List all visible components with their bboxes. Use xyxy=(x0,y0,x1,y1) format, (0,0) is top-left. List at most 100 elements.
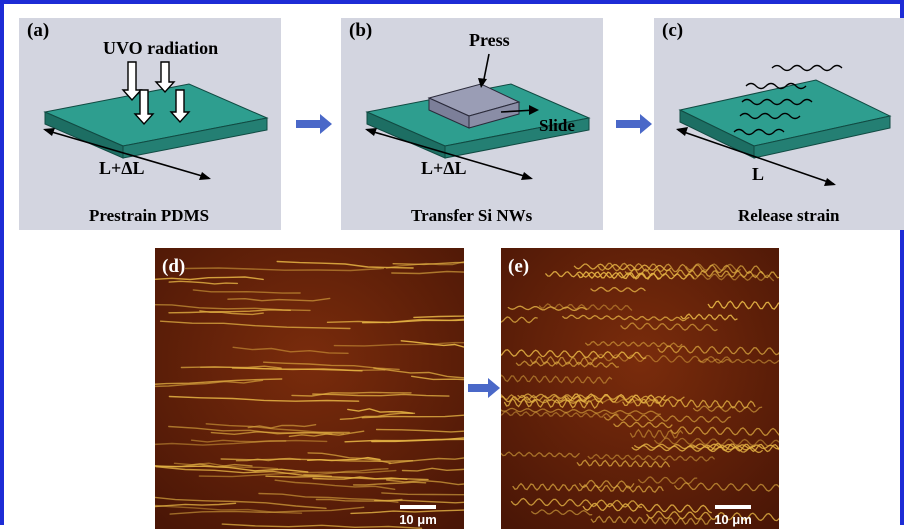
nanowire-strand xyxy=(361,319,464,324)
nanowire-strand xyxy=(155,378,283,385)
caption-c: Release strain xyxy=(738,206,840,225)
panel-b: (b) Press Slide L+ΔL Transfer Si NWs xyxy=(341,18,603,230)
nanowire-strand xyxy=(276,260,414,269)
nanowire-strand xyxy=(385,260,464,269)
nanowire-strand xyxy=(168,309,291,314)
nanowire-strand xyxy=(315,498,403,502)
nanowire-strand xyxy=(381,492,464,496)
nanowire-strand xyxy=(388,457,464,465)
panel-a-label: (a) xyxy=(27,20,50,41)
nanowire-strand xyxy=(173,462,279,470)
nanowire-strand xyxy=(413,315,464,319)
nanowire-strand xyxy=(501,396,536,404)
nanowire-strand xyxy=(347,408,414,414)
press-arrow-icon xyxy=(478,53,490,88)
nanowire-strand xyxy=(247,424,317,429)
nanowire-strand xyxy=(350,509,464,515)
double-headed-arrow-icon xyxy=(676,127,836,186)
right-arrow-icon xyxy=(616,114,652,134)
nanowire-strand xyxy=(307,452,392,464)
nanowire-strand xyxy=(507,305,587,312)
scale-bar-label-d: 10 μm xyxy=(399,512,437,527)
nanowire-strand xyxy=(168,425,333,435)
nanowire-strand xyxy=(503,397,604,410)
dimension-label-a: L+ΔL xyxy=(99,158,145,178)
nanowire-strand xyxy=(391,270,464,275)
nanowire-strand xyxy=(232,346,349,354)
micrograph-d: (d) 10 μm xyxy=(155,248,464,529)
nanowire-strand xyxy=(590,286,646,293)
nanowire-strand xyxy=(501,349,647,360)
panel-d-label: (d) xyxy=(162,256,186,277)
nanowire-strand xyxy=(501,407,662,416)
nanowire-strand xyxy=(169,506,365,515)
nanowire-strand xyxy=(629,428,684,439)
nanowire-strand xyxy=(291,391,412,397)
nanowire-strand xyxy=(303,468,389,476)
nanowire-pattern-d xyxy=(155,248,464,529)
nanowire-strand xyxy=(588,353,732,364)
nanowire-strand xyxy=(501,316,538,324)
right-arrow-icon xyxy=(296,114,332,134)
nanowire-strand xyxy=(352,481,427,486)
nanowire-strand xyxy=(564,393,666,404)
dimension-label-b: L+ΔL xyxy=(421,158,467,178)
nanowire-strand xyxy=(613,421,673,429)
panel-e-label: (e) xyxy=(508,256,530,277)
nanowire-strand xyxy=(531,509,593,516)
double-headed-arrow-icon xyxy=(43,128,211,180)
nanowire-strand xyxy=(312,476,408,480)
nanowire-strand xyxy=(411,375,464,381)
nanowire-strand xyxy=(562,314,690,322)
nanowire-strand xyxy=(198,469,397,478)
nanowire-strand xyxy=(587,453,715,462)
nanowire-strand xyxy=(690,273,775,282)
nanowire-strand xyxy=(556,397,662,405)
nanowire-strand xyxy=(392,261,464,266)
nanowire-strand xyxy=(512,482,664,494)
nanowire-strand xyxy=(312,393,450,397)
nanowire-strand xyxy=(155,463,253,468)
nanowire-strand xyxy=(638,476,698,485)
nanowire-strand xyxy=(585,340,683,348)
nanowire-strand xyxy=(361,414,464,419)
wavy-nanowire-icon xyxy=(733,64,843,136)
nanowire-strand xyxy=(670,426,779,437)
nanowire-strand xyxy=(155,502,237,508)
nanowire-strand xyxy=(258,492,399,503)
nanowire-strand xyxy=(344,438,464,443)
nanowire-strand xyxy=(168,395,360,402)
panel-c: (c) L Release strain xyxy=(654,18,904,230)
nanowire-strand xyxy=(192,289,301,294)
nanowire-strand xyxy=(333,341,464,347)
nanowire-strand xyxy=(373,367,464,379)
nanowire-strand xyxy=(155,466,332,477)
panel-a: (a) UVO radiation L+ΔL Prestrain PDMS xyxy=(19,18,281,230)
panel-c-label: (c) xyxy=(662,20,684,41)
nanowire-strand xyxy=(274,479,396,490)
right-arrow-icon xyxy=(468,378,500,398)
slide-label: Slide xyxy=(539,116,575,135)
nanowire-strand xyxy=(339,412,416,420)
nanowire-strand xyxy=(706,442,779,453)
nanowire-strand xyxy=(590,515,712,526)
scale-bar-icon xyxy=(400,505,436,509)
nanowire-strand xyxy=(190,439,287,443)
nanowire-strand xyxy=(576,459,670,468)
nanowire-strand xyxy=(185,267,385,272)
nanowire-strand xyxy=(168,280,239,285)
caption-b: Transfer Si NWs xyxy=(411,206,533,225)
nanowire-strand xyxy=(680,313,738,321)
nanowire-strand xyxy=(155,439,328,446)
nanowire-strand xyxy=(697,358,779,365)
nanowire-strand xyxy=(582,502,712,514)
nanowire-strand xyxy=(501,394,591,402)
nanowire-strand xyxy=(530,355,598,366)
scale-bar-d: 10 μm xyxy=(388,505,448,527)
uvo-radiation-label: UVO radiation xyxy=(103,38,219,58)
panel-b-label: (b) xyxy=(349,20,373,41)
nanowire-strand xyxy=(674,482,779,492)
nanowire-strand xyxy=(622,398,756,410)
nanowire-strand xyxy=(401,467,464,472)
nanowire-strand xyxy=(692,405,763,413)
